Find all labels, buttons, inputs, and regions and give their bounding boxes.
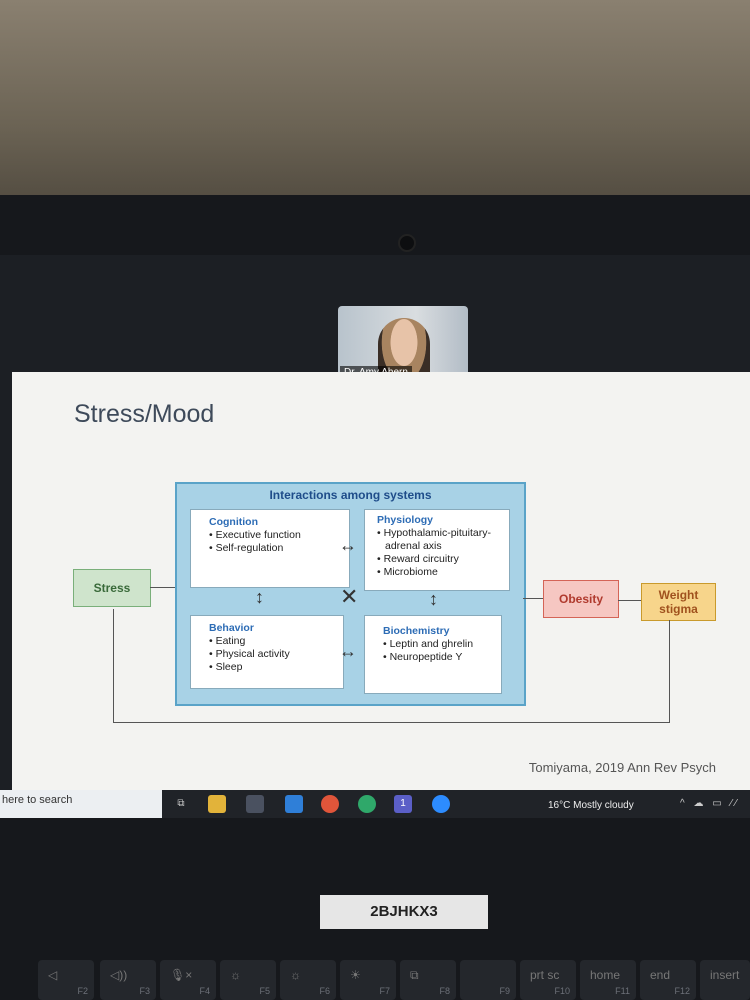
behavior-heading: Behavior (209, 622, 254, 634)
brightness-down-icon: ☼ (230, 968, 241, 982)
volume-mute-icon: ◁ (48, 968, 58, 982)
behavior-item: • Physical activity (209, 648, 290, 660)
obesity-label: Obesity (558, 592, 603, 606)
systems-title: Interactions among systems (269, 488, 432, 502)
physiology-item: • Hypothalamic-pituitary- (377, 527, 491, 539)
teams-badge: 1 (400, 798, 406, 809)
keyboard-function-row: ◁F2 ◁))F3 🎙×F4 ☼F5 ☼F6 ☀F7 ⧉F8 F9 prt sc… (0, 960, 750, 1000)
arrow-physiology-biochemistry: ↕ (429, 589, 438, 609)
key-f3[interactable]: ◁))F3 (100, 960, 156, 1000)
service-tag-sticker: 2BJHKX3 (320, 895, 488, 929)
edge-icon[interactable] (358, 795, 376, 813)
key-f7[interactable]: ☀F7 (340, 960, 396, 1000)
mic-mute-icon: 🎙× (170, 968, 193, 982)
stress-box: Stress (73, 569, 151, 607)
laptop-camera (398, 234, 416, 252)
key-insert[interactable]: insert (700, 960, 750, 1000)
arrow-cognition-physiology: ↔ (339, 535, 357, 555)
key-f8[interactable]: ⧉F8 (400, 960, 456, 1000)
taskbar-search[interactable]: here to search (0, 790, 162, 818)
system-tray[interactable]: ^ ☁ ▭ ⁄⁄ (680, 798, 740, 809)
behavior-box: Behavior • Eating • Physical activity • … (190, 615, 344, 689)
brightness-up-icon: ☀ (350, 968, 361, 982)
weight-stigma-label: stigma (659, 602, 698, 616)
slide-title: Stress/Mood (74, 400, 215, 428)
browser-icon[interactable] (321, 795, 339, 813)
physiology-heading: Physiology (377, 514, 434, 526)
weather-widget[interactable]: 16°C Mostly cloudy (548, 800, 634, 811)
volume-icon: ◁)) (110, 968, 128, 982)
cognition-box: Cognition • Executive function • Self-re… (190, 509, 350, 588)
key-f9[interactable]: F9 (460, 960, 516, 1000)
feedback-line-horizontal (113, 722, 670, 723)
arrow-cross: ✕ (340, 584, 359, 609)
weight-stigma-label: Weight (658, 588, 699, 602)
biochemistry-box: Biochemistry • Leptin and ghrelin • Neur… (364, 615, 502, 694)
physiology-box: Physiology • Hypothalamic-pituitary- adr… (364, 509, 510, 591)
biochemistry-item: • Leptin and ghrelin (383, 638, 474, 650)
key-f6[interactable]: ☼F6 (280, 960, 336, 1000)
physiology-item: • Reward circuitry (377, 553, 459, 565)
connector-stress-systems (150, 587, 175, 588)
physiology-item: • Microbiome (377, 566, 438, 578)
connector-obesity-stigma (618, 600, 641, 601)
arrow-behavior-biochemistry: ↔ (339, 641, 357, 661)
participant-video-tile[interactable]: Dr. Amy Ahern (338, 306, 468, 382)
brightness-icon: ☼ (290, 968, 301, 982)
biochemistry-heading: Biochemistry (383, 625, 450, 637)
stress-label: Stress (93, 581, 131, 595)
file-explorer-icon[interactable] (208, 795, 226, 813)
obesity-box: Obesity (543, 580, 619, 618)
weight-stigma-box: Weight stigma (641, 583, 716, 621)
cognition-item: • Self-regulation (209, 542, 284, 554)
teams-icon[interactable]: 1 (394, 795, 412, 813)
presentation-slide: Stress/Mood Stress Interactions among sy… (12, 372, 750, 790)
cognition-item: • Executive function (209, 529, 301, 541)
key-f5[interactable]: ☼F5 (220, 960, 276, 1000)
windows-taskbar: here to search ⧉ 1 16°C Mostly cloudy ^ … (0, 790, 750, 818)
physiology-item: adrenal axis (385, 540, 442, 552)
store-icon[interactable] (246, 795, 264, 813)
connector-systems-obesity (523, 598, 543, 599)
display-icon: ⧉ (410, 968, 419, 982)
systems-box: Interactions among systems Cognition • E… (175, 482, 526, 706)
biochemistry-item: • Neuropeptide Y (383, 651, 463, 663)
key-f2[interactable]: ◁F2 (38, 960, 94, 1000)
wall-background (0, 0, 750, 230)
behavior-item: • Eating (209, 635, 246, 647)
zoom-icon[interactable] (432, 795, 450, 813)
feedback-line-vertical-left (113, 609, 114, 722)
key-f4[interactable]: 🎙×F4 (160, 960, 216, 1000)
feedback-line-vertical-right (669, 620, 670, 723)
slide-citation: Tomiyama, 2019 Ann Rev Psych (528, 760, 716, 775)
behavior-item: • Sleep (209, 661, 243, 673)
cognition-heading: Cognition (209, 516, 258, 528)
task-view-icon[interactable]: ⧉ (177, 798, 185, 809)
mail-icon[interactable] (285, 795, 303, 813)
arrow-cognition-behavior: ↕ (255, 587, 264, 607)
